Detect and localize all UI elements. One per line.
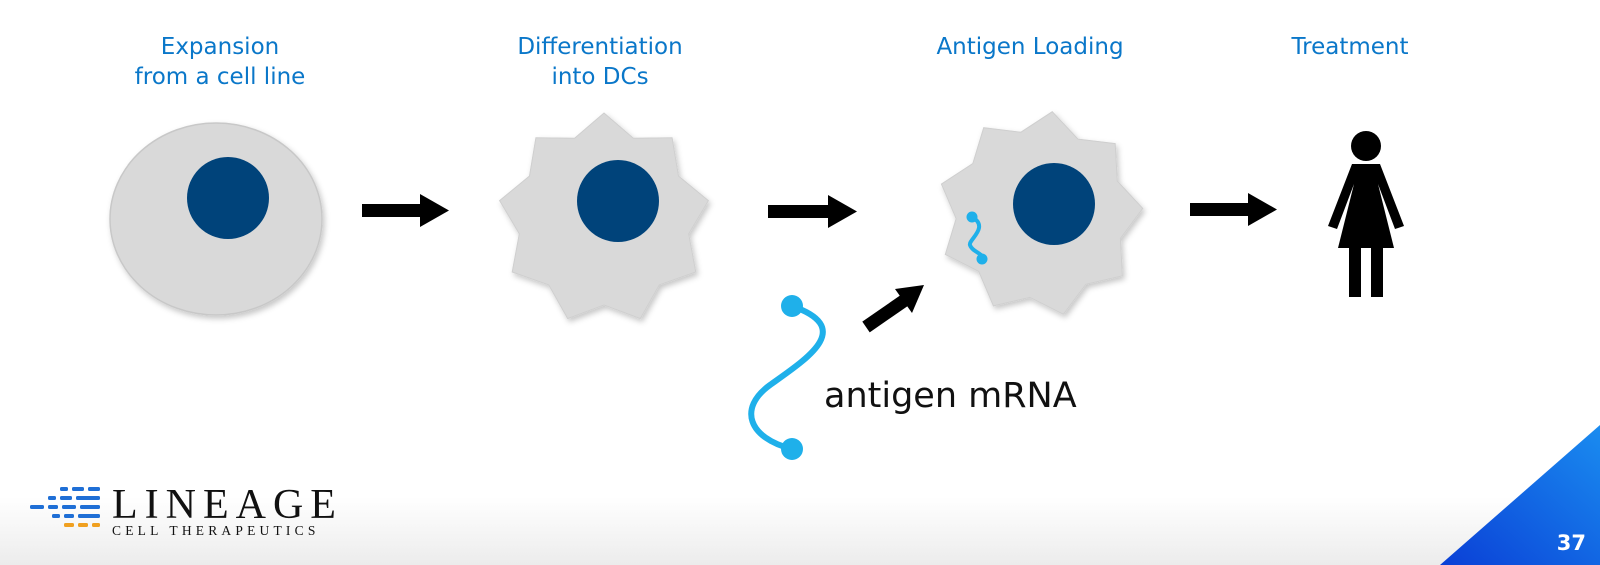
mrna-small-icon	[966, 211, 988, 265]
corner-decoration	[1440, 425, 1600, 565]
arrow-right-icon	[1190, 193, 1277, 226]
stem-cell	[109, 122, 323, 316]
step-title-differentiation: Differentiation into DCs	[517, 34, 683, 90]
dendritic-cell	[498, 112, 710, 320]
step-title-expansion: Expansion from a cell line	[134, 34, 306, 90]
antigen-mrna-label: antigen mRNA	[824, 376, 1077, 416]
nucleus	[187, 157, 269, 239]
nucleus	[1013, 163, 1095, 245]
brand-name: LINEAGE	[112, 482, 343, 528]
lineage-logo-icon	[30, 487, 100, 527]
step-title-antigen-loading: Antigen Loading	[936, 34, 1124, 60]
arrow-right-icon	[362, 194, 449, 227]
nucleus	[577, 160, 659, 242]
arrow-diagonal-icon	[862, 285, 924, 333]
arrow-right-icon	[768, 195, 857, 228]
page-number: 37	[1556, 531, 1586, 555]
person-icon	[1328, 131, 1404, 297]
mrna-strand-icon	[748, 295, 826, 460]
antigen-loaded-dendritic-cell	[940, 111, 1144, 315]
brand-subtitle: CELL THERAPEUTICS	[112, 523, 320, 538]
step-title-treatment: Treatment	[1291, 34, 1409, 60]
